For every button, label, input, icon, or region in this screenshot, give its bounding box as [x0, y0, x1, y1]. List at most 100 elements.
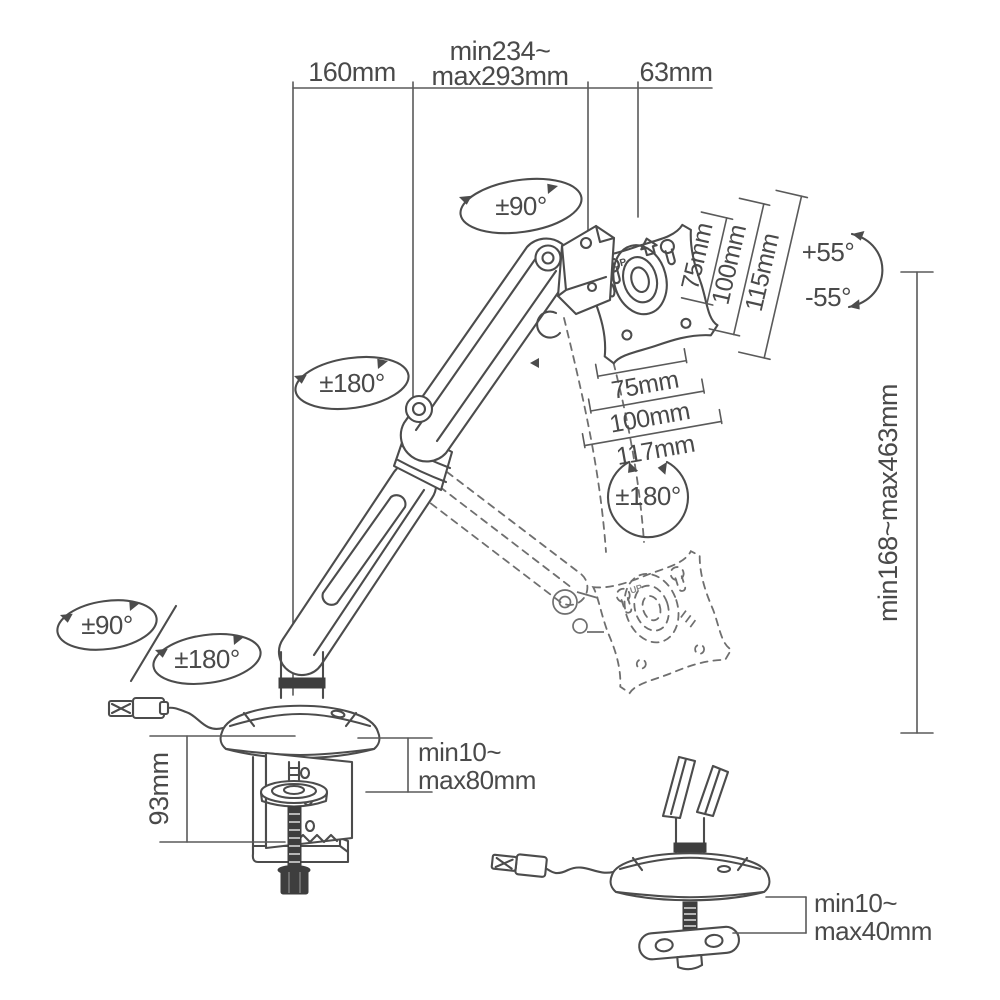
arrowhead-icon	[628, 462, 639, 473]
ghost-joint-small	[572, 618, 588, 634]
dim-max293: max293mm	[431, 61, 568, 91]
hdim-75-tick-r	[683, 348, 688, 364]
column-ring-band	[278, 677, 326, 689]
label-tilt-down: -55°	[805, 282, 851, 312]
ghost-up-label: UP	[629, 582, 644, 595]
vdim-75-cap-bottom	[680, 297, 714, 306]
top-joint-bolt	[541, 251, 555, 265]
arrowhead-icon	[657, 462, 667, 475]
lower-arm-slot	[321, 494, 407, 606]
arm-rotate-ellipse	[294, 355, 410, 411]
vesa-ring-mid	[622, 256, 659, 304]
grommet-usb-connector	[490, 853, 548, 878]
vdim-115-cap-top	[775, 189, 809, 199]
arrowhead-icon	[233, 634, 244, 645]
ghost-ring-mid	[633, 584, 670, 632]
hdim-100-line	[589, 390, 705, 412]
ghost-keyhole-2-slot	[674, 575, 687, 592]
tilt-arc	[847, 232, 884, 309]
vdim-115-cap-bottom	[738, 351, 771, 361]
label-grommet-min10: min10~	[814, 888, 897, 918]
arrowhead-icon	[849, 299, 860, 310]
elbow-bolt	[411, 401, 427, 417]
dim-160: 160mm	[308, 57, 396, 87]
clamp-hole-3	[304, 819, 316, 833]
label-clamp-min10: min10~	[418, 737, 501, 767]
grommet-screw	[716, 864, 732, 874]
vdim-115-line	[763, 195, 803, 359]
lower-arm-edge-line	[312, 488, 426, 657]
clamp-serration	[294, 833, 339, 844]
vesa-keyhole-2	[659, 238, 675, 255]
ghost-tilt-line-left	[563, 317, 607, 553]
ghost-joint-bolt	[558, 595, 572, 609]
usb-plug-cross	[110, 702, 132, 715]
height-dimension-group: min168~max463mm	[873, 271, 934, 734]
grommet-bar-tab	[676, 954, 704, 971]
vesa-keyhole-2-slot	[664, 248, 676, 266]
clamp-dimensions: 93mm min10~ max80mm	[144, 735, 536, 843]
hdim-117-line	[583, 420, 723, 447]
ghost-ring-hole	[641, 595, 662, 622]
head-bracket	[556, 224, 616, 316]
arrowhead-icon	[294, 374, 307, 384]
grommet-plug-cross	[494, 856, 514, 870]
label-vesa-rotate: ±180°	[615, 481, 681, 511]
ghost-hatch	[680, 610, 697, 628]
vesa-hole-1	[621, 329, 633, 341]
clamp-pad-mid	[270, 782, 318, 800]
hdim-117-tick-r	[718, 408, 723, 425]
usb-strain-relief	[158, 700, 170, 716]
vdim-100-cap-bottom	[708, 328, 741, 337]
ghost-arm-outline	[424, 471, 589, 606]
grommet-plug-body	[514, 853, 548, 878]
top-dimension-group: 160mm min234~ max293mm 63mm	[292, 36, 713, 696]
cable-hook	[536, 310, 562, 339]
grommet-bar	[638, 925, 740, 971]
ghost-joint-ring	[552, 589, 578, 615]
arrowhead-icon	[547, 183, 558, 194]
grommet-bolt-threads	[684, 907, 696, 927]
arrowhead-icon	[60, 613, 73, 623]
clamp-screw-upper	[287, 760, 301, 785]
vesa-rotate-circle	[606, 460, 690, 539]
base-90-ellipse	[56, 599, 158, 651]
ghost-keyhole-1-slot	[620, 597, 633, 614]
head-swivel-ellipse	[459, 177, 583, 235]
label-93mm: 93mm	[144, 752, 174, 825]
rotation-symbols: ±90° ±180° +55° -55° ±180° ±90° ±180°	[56, 177, 884, 685]
vdim-75-cap-top	[700, 211, 734, 221]
grommet-dome-facets	[615, 856, 765, 899]
label-tilt-up: +55°	[802, 237, 855, 267]
hdim-100-tick-l	[587, 398, 592, 414]
vdim-100-line	[732, 203, 765, 336]
label-head-swivel: ±90°	[495, 191, 547, 221]
vesa-horizontal-dims: 75mm 100mm 117mm	[581, 348, 723, 471]
vesa-ring-hole	[630, 266, 650, 294]
hdim-100-tick-r	[701, 378, 706, 394]
hdim-75-line	[596, 359, 688, 378]
clamp-pad-hub	[282, 784, 306, 796]
arrowhead-icon	[129, 600, 140, 611]
ghost-vesa-plate: UP	[591, 549, 733, 695]
base-screw	[330, 709, 346, 719]
usb-cable	[165, 706, 225, 730]
top-joint-ring	[534, 244, 562, 272]
hdim-117-tick-l	[581, 432, 586, 449]
ghost-head-links	[576, 591, 604, 633]
ghost-hole-2	[694, 643, 706, 655]
vdim-100-cap-top	[738, 197, 771, 207]
grommet-bar-hole-1	[654, 938, 674, 953]
head-screw-2	[586, 281, 598, 293]
hdim-75-tick-l	[594, 363, 599, 380]
grommet-stub-1-line	[669, 757, 688, 816]
head-screw-1	[579, 236, 593, 250]
arrowhead-icon	[852, 230, 865, 241]
elbow-bolt-ring	[404, 394, 434, 424]
grommet-cable	[545, 866, 615, 875]
grommet-detail: min10~ max40mm	[490, 755, 932, 971]
label-vesa-h-75: 75mm	[609, 366, 680, 405]
vesa-ring-outer	[612, 244, 668, 316]
